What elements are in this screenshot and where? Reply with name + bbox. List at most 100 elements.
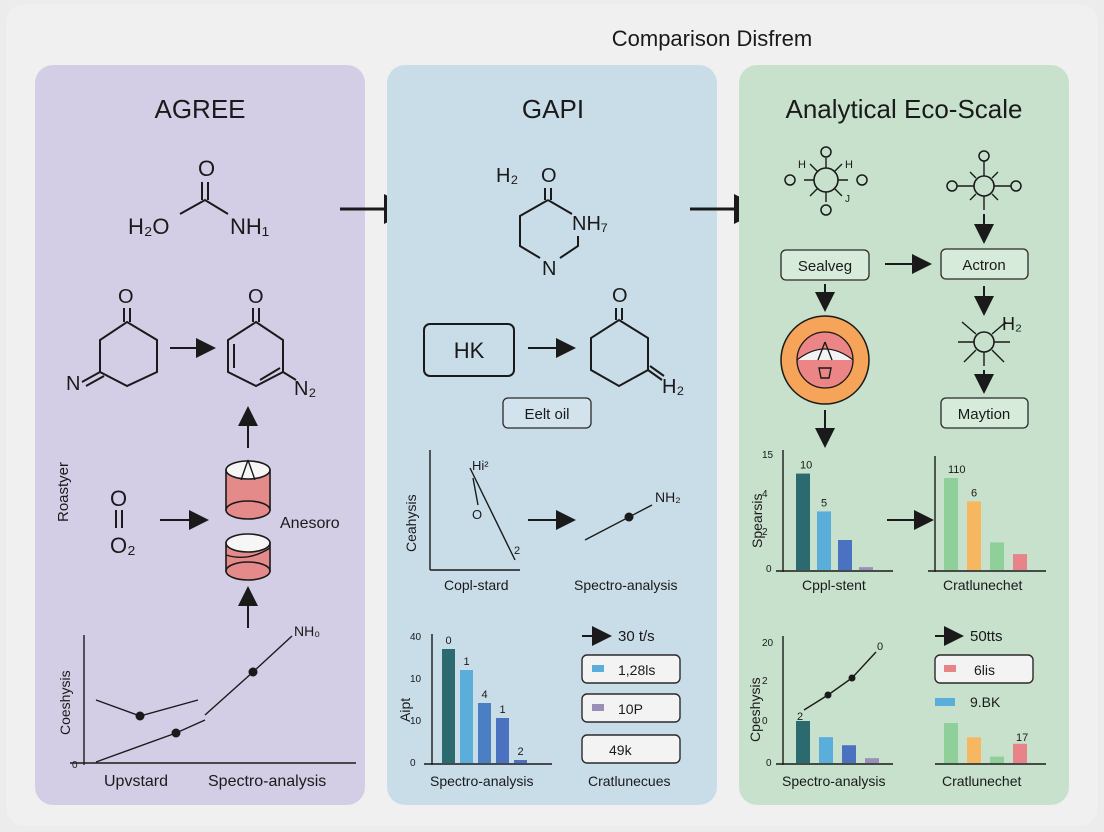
eco2-bar-label-1: 6 [971,487,977,499]
gapi-legend-label-3: 49k [609,742,633,758]
mol1-top-label: O [198,156,215,181]
eco4-bar-1 [967,737,981,763]
cylinder-bottom-icon [225,533,271,581]
eco-mol1-j: J [845,194,850,205]
box-maytion: Maytion [940,397,1029,429]
gapi-tick-0: 40 [410,632,422,643]
eco3-bar-0 [796,721,810,763]
eco1-bar-2 [838,540,852,570]
eco-bar1-tick-1: 4 [762,489,768,500]
gapi-legend-swatch-2 [592,704,604,711]
gapi-bar-0 [442,649,455,763]
gapi-bar-2 [478,703,491,763]
ring-left-n-label: N [66,373,80,395]
eco-legend-arrow-text: 50tts [970,628,1003,645]
eco4-bar-0 [944,723,958,763]
eco-bar1-xlabel: Cppl-stent [802,577,866,593]
box-sealveg-label: Sealveg [798,258,852,275]
gapi-bar-1 [460,670,473,763]
eco4-bar-3 [1013,743,1027,763]
gapi-right-xlabel: Spectro-analysis [574,577,678,593]
gapi-legend-xlabel: Cratlunecues [588,773,671,789]
gapi-legend-box-1 [581,654,681,684]
mol1-left-label: H₂O [128,214,170,239]
pyrimidinone: H₂ O NH₇ N [496,165,608,280]
eco-bar3-tick-2: 0 [762,716,768,727]
gapi-bar-xlabel: Spectro-analysis [430,773,534,789]
eco-line-point-1 [824,691,832,699]
gapi-legend-label-2: 10P [618,701,643,717]
agree-chart-x1: Upvstard [104,773,168,790]
eco2-bar-1 [967,501,981,570]
eco1-bar-3 [859,567,873,570]
box-oil: Eelt oil [502,397,592,429]
eco3-bar-3 [865,758,879,763]
ring-right-top-label: O [248,286,264,308]
gapi-bar-label-3: 1 [500,704,506,716]
gapi-right-point [624,512,634,522]
gapi-legend: 30 t/s 1,28ls 10P 49k Cratlunecues [581,626,681,789]
eco1-bar-0 [796,473,810,570]
eco-legend-label-2: 9.BK [970,694,1001,710]
eco4-bar-2 [990,756,1004,763]
eco-line-label-bottom: 2 [797,711,803,723]
eco-mol1-h-left: H [798,159,806,171]
gapi-ring2-right: H₂ [662,376,684,398]
eco-bar1-tick-3: 0 [766,564,772,575]
eco-bar-chart-3: 20 2 0 0 Cpeshysis 0 2 Spectro-analysis [747,636,893,789]
gapi-legend-box-2 [581,693,681,723]
eco3-bar-2 [842,745,856,763]
gapi-line-pmid: O [472,507,482,522]
gapi-bar-label-4: 2 [518,746,524,758]
gapi-line-ylabel: Ceahysis [403,494,419,552]
box-actron: Actron [940,248,1029,280]
ring-left: O N [66,286,158,395]
gapi-bar-3 [496,718,509,763]
eco-bar1-ylabel: Spearsis [749,494,765,548]
agree-chart-x2: Spectro-analysis [208,773,326,790]
ring-left-top-label: O [118,286,134,308]
ring-right-n2-label: N₂ [294,378,316,400]
box-maytion-label: Maytion [958,406,1011,423]
agree-point-a [135,711,145,721]
eco-bar3-tick-1: 2 [762,676,768,687]
eco-bar4-xlabel: Cratlunechet [942,773,1021,789]
eco1-bar-1 [817,511,831,570]
eco-bar2-xlabel: Cratlunechet [943,577,1022,593]
eco2-bar-label-0: 110 [948,464,966,476]
gapi-ring-nh: NH₇ [572,213,608,235]
gapi-line-pend: 2 [514,545,520,557]
eco2-bar-3 [1013,554,1027,570]
gapi-ring-top: O [541,165,557,187]
box-hk: HK [423,323,515,377]
gapi-ring2-top: O [612,285,628,307]
eco-molecule-1: H H J [784,146,868,216]
agree-chart-ylabel: Coeshysis [57,670,73,735]
eco-mol1-h-right: H [845,159,853,171]
eco-bar3-tick-0: 20 [762,638,774,649]
gapi-right-line: NH₂ Spectro-analysis [574,489,681,593]
cylinder-label: Anesoro [280,515,340,532]
eco3-bar-1 [819,737,833,763]
eco-legend-swatch-2 [935,698,955,706]
ring-right: O N₂ [227,286,316,400]
panel-gapi-title: GAPI [522,94,584,124]
gapi-legend-swatch-1 [592,665,604,672]
gapi-legend-arrow-text: 30 t/s [618,628,655,645]
gapi-line-chart: Ceahysis Hi² O 2 Copl-stard [403,450,520,593]
eco-bar1-tick-0: 15 [762,450,774,461]
eco-mol3-h2: H₂ [1002,314,1022,334]
panel-gapi-bg [387,65,717,805]
cylinder-top-icon [225,459,271,520]
molecule-carbamate: H₂O O NH₁ [128,156,269,239]
eco-bar-chart-2: Cratlunechet 110 6 [928,456,1046,593]
gapi-bar-label-1: 1 [464,656,470,668]
gapi-bar-4 [514,760,527,763]
panel-agree: AGREE H₂O O NH₁ O N O N₂ Roastyer [35,65,365,805]
agree-point-c [248,667,258,677]
eco-bar1-tick-2: 2 [762,527,768,538]
eco-bar4-label: 17 [1016,732,1028,744]
box-oil-label: Eelt oil [524,406,569,423]
